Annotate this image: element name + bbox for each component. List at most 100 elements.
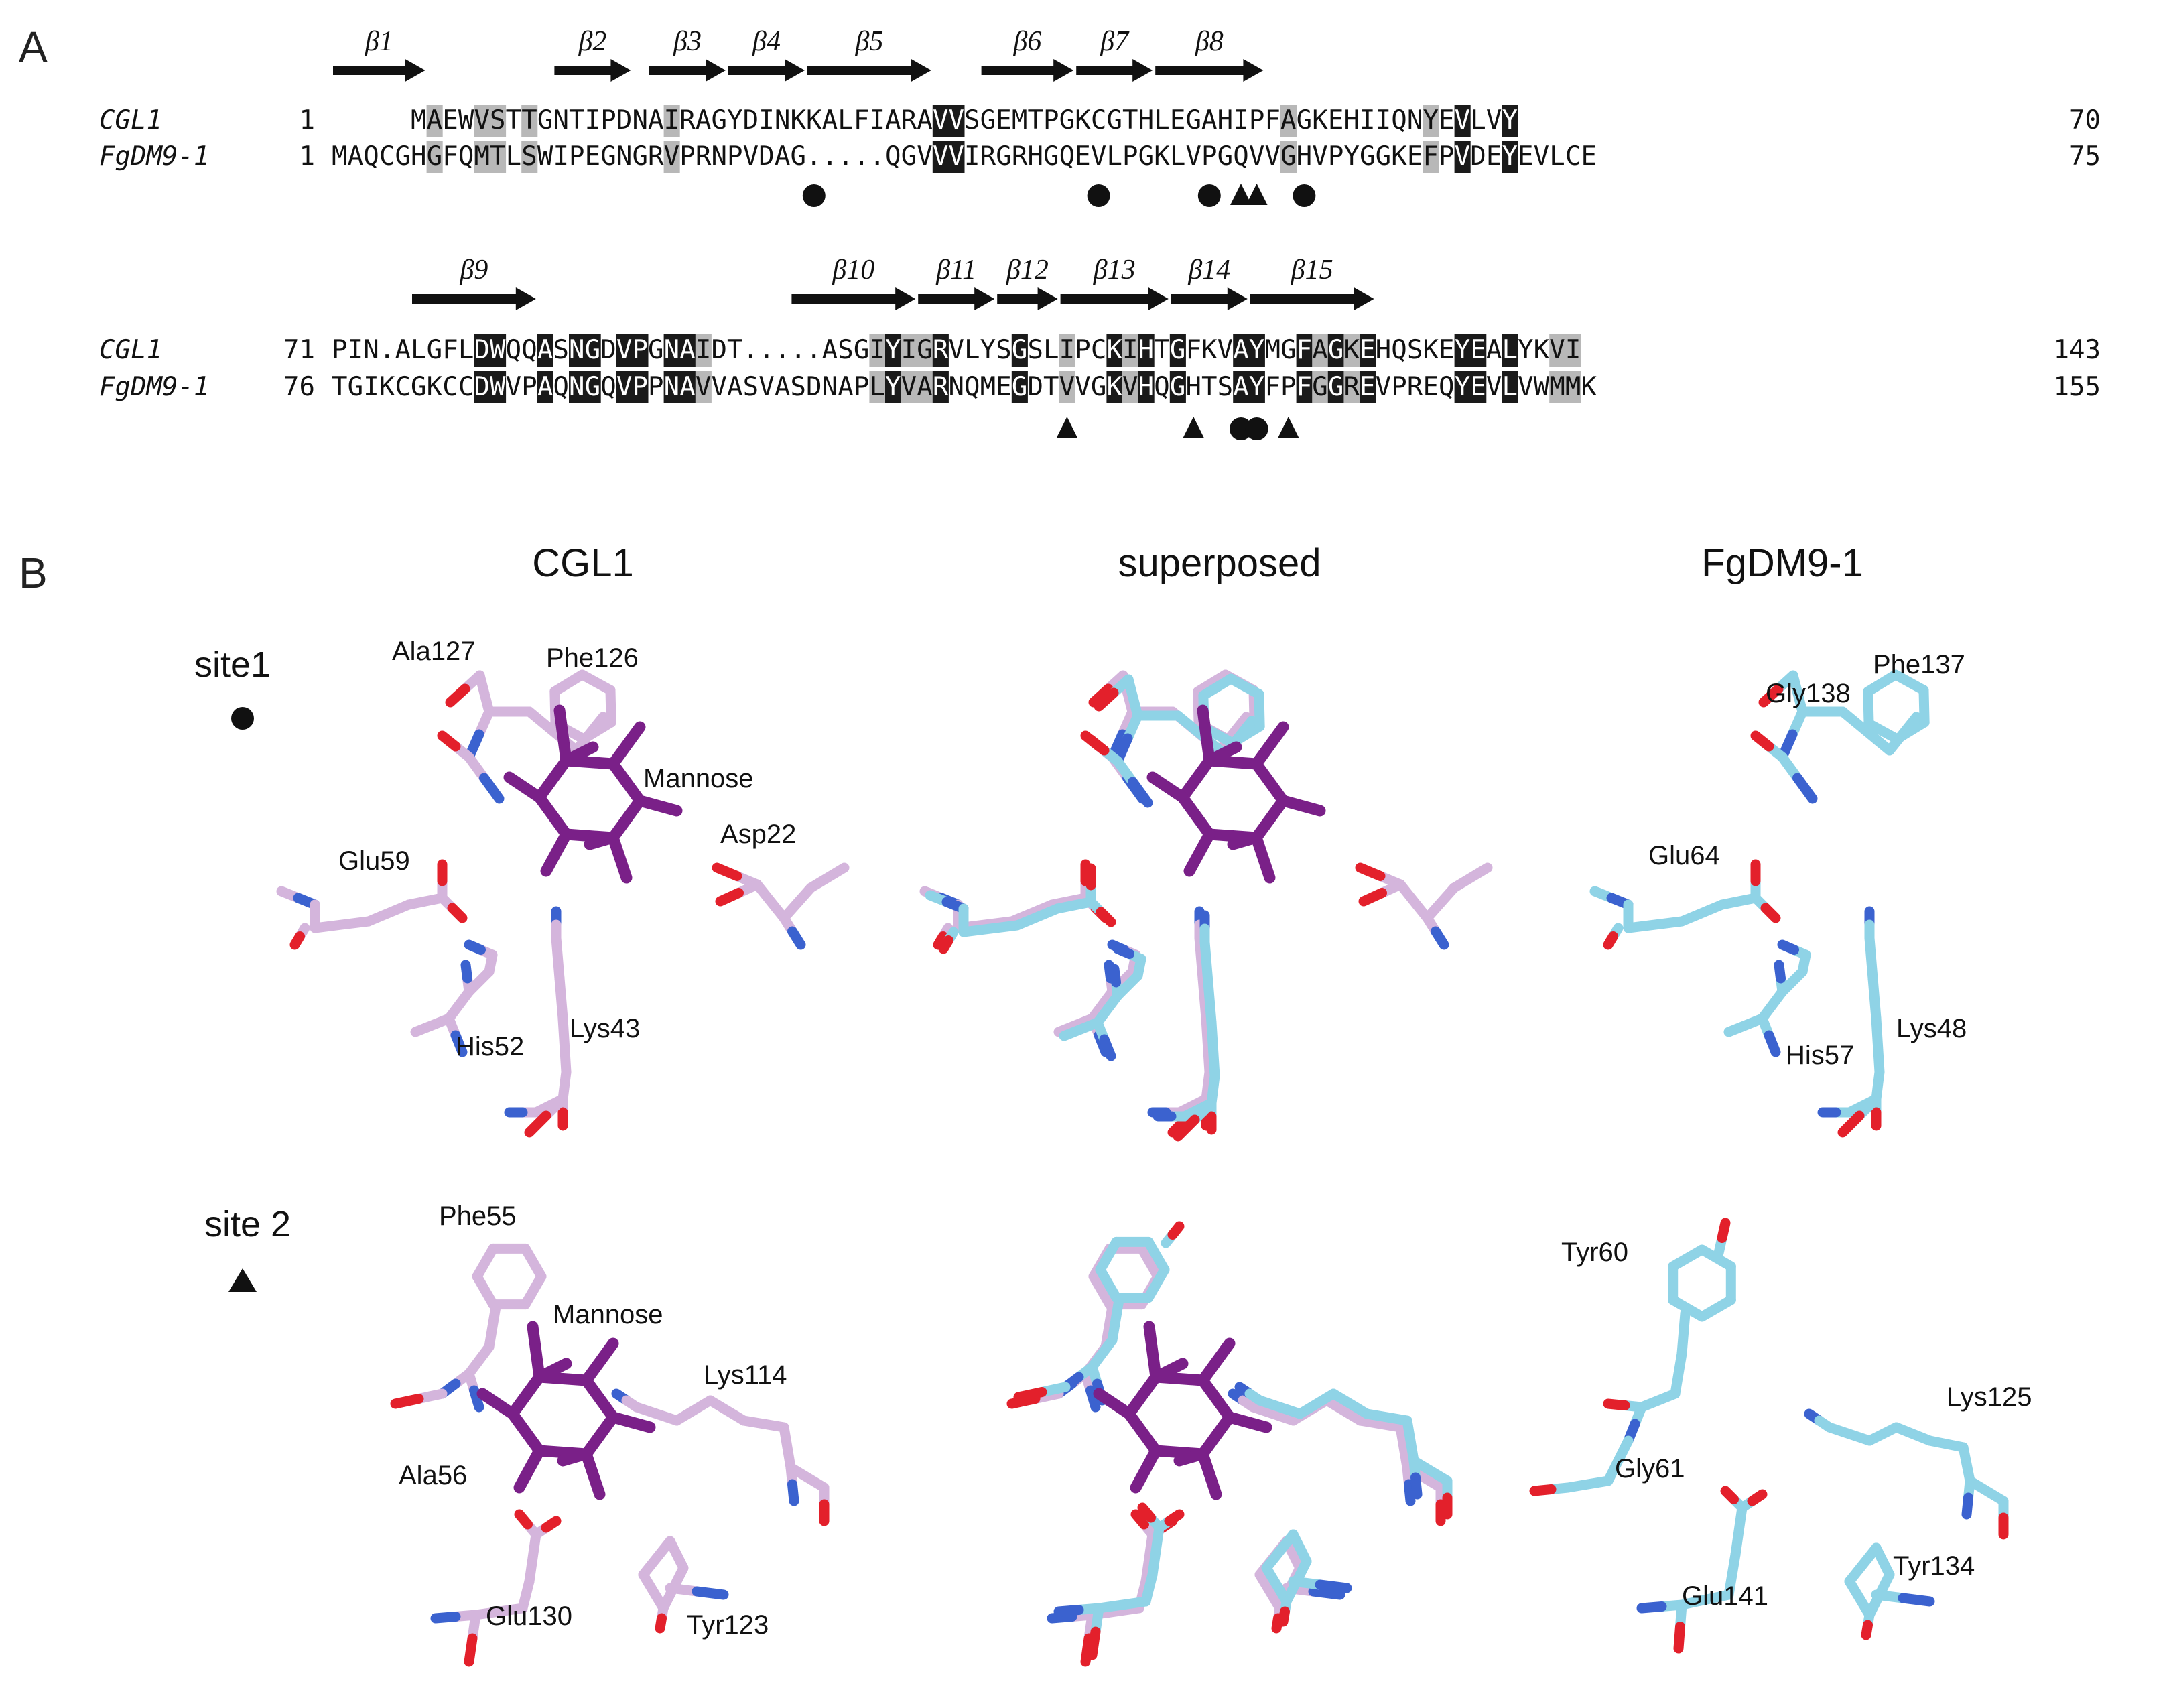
strand-label: β3 xyxy=(673,26,702,57)
mannose-bond xyxy=(1224,1411,1272,1433)
strand-arrowhead xyxy=(515,287,536,310)
bond xyxy=(1697,1295,1736,1322)
nitrogen-bond xyxy=(787,926,806,950)
strand-label: β8 xyxy=(1195,26,1224,57)
label-ala127: Ala127 xyxy=(392,637,476,666)
bond xyxy=(1844,1576,1875,1620)
residue: S xyxy=(1218,372,1233,402)
bond xyxy=(520,1271,547,1310)
residue-highlight xyxy=(474,141,490,173)
strand-label: β1 xyxy=(365,26,393,57)
mannose-bond xyxy=(507,1408,545,1457)
residue: F xyxy=(1297,335,1312,365)
bond xyxy=(1295,1388,1339,1419)
residue: H xyxy=(1138,372,1154,402)
residue: . xyxy=(743,335,759,365)
residue: D xyxy=(711,335,726,365)
residue-highlight xyxy=(537,371,553,403)
residue: V xyxy=(1486,105,1502,135)
label-lys43: Lys43 xyxy=(570,1014,640,1043)
residue: A xyxy=(775,372,790,402)
residue: G xyxy=(1043,141,1059,172)
residue: P xyxy=(648,372,663,402)
mannose-bond xyxy=(580,1448,606,1500)
residue: I xyxy=(1233,105,1248,135)
bond xyxy=(805,862,850,893)
residue: S xyxy=(790,372,805,402)
residue: E xyxy=(1470,335,1486,365)
bond xyxy=(638,1536,675,1580)
oxygen-bond xyxy=(933,931,948,950)
residue: F xyxy=(854,105,869,135)
nitrogen-bond xyxy=(1109,964,1121,988)
oxygen-bond xyxy=(1094,687,1119,712)
residue: H xyxy=(1376,335,1391,365)
residue: N xyxy=(664,372,679,402)
mannose-bond xyxy=(1197,1337,1236,1386)
residue: N xyxy=(1407,105,1423,135)
residue-highlight xyxy=(1360,334,1376,367)
residue-highlight xyxy=(1312,371,1329,403)
residue-highlight xyxy=(1454,334,1471,367)
nitrogen-bond xyxy=(450,1030,468,1057)
site2-marker xyxy=(1183,417,1205,438)
strand-arrow xyxy=(1171,294,1229,304)
residue-highlight xyxy=(1248,334,1265,367)
residue: E xyxy=(1470,372,1486,402)
residue-highlight xyxy=(885,334,902,367)
residue: A xyxy=(1201,105,1217,135)
bond xyxy=(464,1341,495,1379)
bond xyxy=(1147,1522,1165,1580)
residue-highlight xyxy=(1549,371,1566,403)
residue: K xyxy=(1581,372,1597,402)
site1-marker xyxy=(1293,184,1316,207)
residue: V xyxy=(1218,335,1233,365)
oxygen-bond xyxy=(1088,683,1114,708)
mannose-bond xyxy=(1093,1388,1135,1420)
bond xyxy=(1676,1589,1734,1610)
residue: P xyxy=(854,372,869,402)
nitrogen-bond xyxy=(469,1385,484,1413)
nitrogen-bond xyxy=(1047,1612,1077,1624)
residue: S xyxy=(964,105,980,135)
bond xyxy=(779,882,816,923)
bond xyxy=(1837,706,1895,756)
residue: I xyxy=(664,105,679,135)
residue-highlight xyxy=(663,371,680,403)
residue: F xyxy=(1297,372,1312,402)
residue: L xyxy=(411,335,426,365)
site1-fgdm9-structure xyxy=(1589,669,1930,1138)
bond xyxy=(577,669,616,696)
bond xyxy=(1422,882,1459,923)
bond xyxy=(1668,1244,1707,1272)
bond xyxy=(1006,899,1057,927)
residue-highlight xyxy=(1106,371,1123,403)
residue-highlight xyxy=(616,334,633,367)
oxygen-bond xyxy=(1758,683,1784,708)
residue-highlight xyxy=(1423,105,1439,137)
residue-highlight xyxy=(1423,141,1439,173)
residue: K xyxy=(806,105,822,135)
bond xyxy=(1362,1408,1412,1426)
residue: V xyxy=(474,105,489,135)
residue: L xyxy=(1043,335,1059,365)
mannose-bond xyxy=(1183,828,1215,877)
oxygen-bond xyxy=(1130,1509,1149,1530)
nitrogen-bond xyxy=(1053,1605,1084,1617)
residue: . xyxy=(822,141,838,172)
residue: E xyxy=(1360,372,1375,402)
label-phe126: Phe126 xyxy=(546,643,639,673)
nitrogen-bond xyxy=(1086,1385,1101,1413)
bond xyxy=(1871,1013,1885,1077)
residue-highlight xyxy=(490,334,507,367)
residue: Q xyxy=(521,335,537,365)
residue-highlight xyxy=(695,371,712,403)
residue: T xyxy=(1122,105,1138,135)
residue: V xyxy=(1486,372,1502,402)
oxygen-bond xyxy=(1086,734,1110,756)
residue: Y xyxy=(1502,141,1517,172)
residue: K xyxy=(1312,105,1328,135)
residue: Q xyxy=(1233,141,1248,172)
residue: N xyxy=(363,335,379,365)
bond xyxy=(1203,977,1217,1028)
